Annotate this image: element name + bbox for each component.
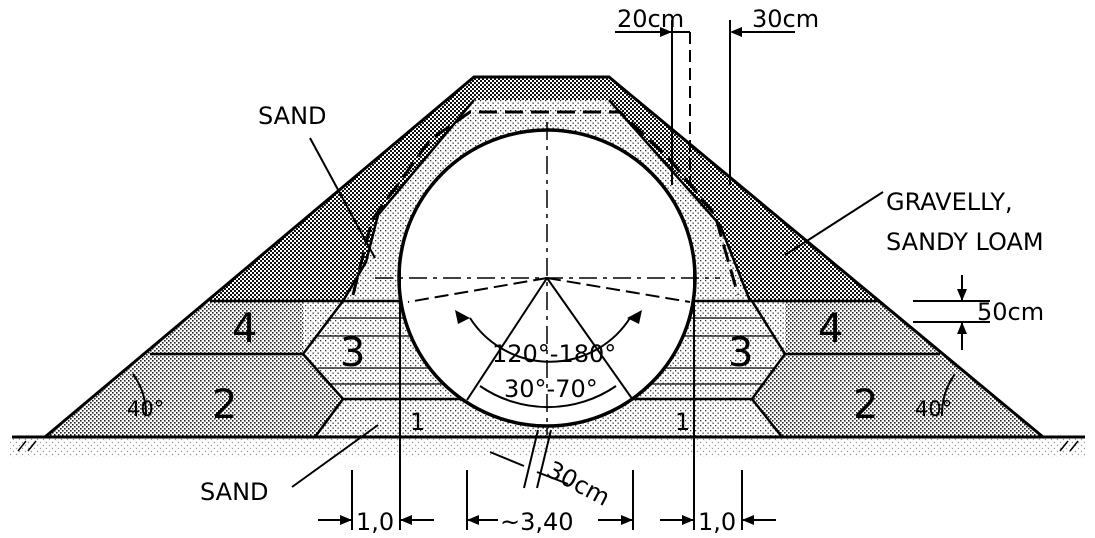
angle-mark-left (132, 373, 148, 417)
dim-top (615, 20, 795, 185)
zone-2-left: 2 (212, 382, 237, 428)
ground-hatch (17, 440, 1079, 452)
arrow-right (627, 310, 642, 324)
angle-mark-right (940, 373, 956, 417)
dim-arrow-30 (730, 27, 742, 37)
angle-arc-120-180 (469, 317, 631, 363)
angle-rays (407, 277, 691, 401)
label-dim-left: 1,0 (356, 508, 394, 536)
dim-arrow-20 (660, 27, 672, 37)
label-dim-center: ~3,40 (500, 508, 574, 536)
label-dim-right: 1,0 (698, 508, 736, 536)
zone-4-right: 4 (818, 306, 843, 352)
angle-arc-30-70 (479, 385, 617, 409)
arrow-left (455, 310, 470, 324)
label-loam-line1: GRAVELLY, (886, 188, 1013, 216)
label-dim-50cm: 50cm (977, 298, 1044, 326)
label-angle-top: 120°-180° (492, 340, 616, 368)
label-angle-right: 40° (915, 397, 952, 421)
label-dim-30cm-top: 30cm (752, 5, 819, 33)
label-loam-line2: SANDY LOAM (886, 228, 1044, 256)
label-dim-20cm: 20cm (617, 5, 684, 33)
zone-1-left: 1 (410, 408, 425, 436)
zone-3-right: 3 (728, 330, 753, 376)
dashed-lining (351, 110, 740, 296)
label-dim-30cm-bottom: 30cm (542, 456, 614, 512)
zone-4-left: 4 (232, 306, 257, 352)
zone-2-right: 2 (853, 382, 878, 428)
label-angle-left: 40° (127, 397, 164, 421)
label-sand-top: SAND (258, 102, 327, 130)
label-angle-bottom: 30°-70° (504, 375, 598, 403)
dim-wall-thickness (489, 429, 569, 489)
label-sand-bottom: SAND (200, 478, 269, 506)
leader-lines (291, 137, 884, 488)
zone-3-left: 3 (340, 330, 365, 376)
embankment-outline (40, 75, 1048, 439)
zone-1-right: 1 (675, 408, 690, 436)
